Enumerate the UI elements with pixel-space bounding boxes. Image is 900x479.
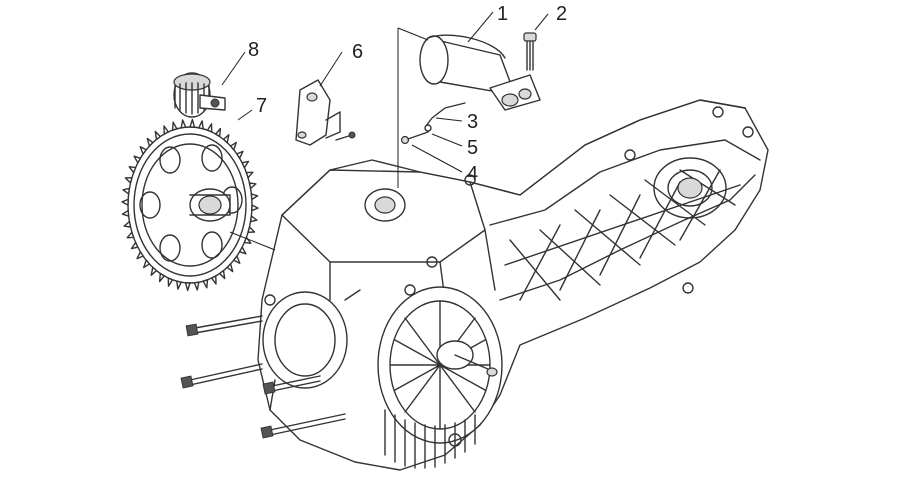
gear-tooth bbox=[171, 121, 178, 131]
gear-tooth bbox=[158, 272, 165, 283]
callout-2: 2 bbox=[556, 3, 567, 25]
gear-tooth bbox=[251, 204, 259, 212]
callout-1: 1 bbox=[497, 3, 508, 25]
gear-tooth bbox=[226, 263, 234, 273]
gear-tooth bbox=[167, 277, 174, 287]
gear-tooth bbox=[236, 150, 244, 160]
gear-wheel bbox=[121, 118, 276, 292]
callout-3: 3 bbox=[467, 111, 478, 133]
gear-tooth bbox=[198, 120, 204, 130]
gear-tooth bbox=[193, 281, 200, 291]
gear-tooth bbox=[206, 123, 213, 133]
gear-tooth bbox=[202, 279, 209, 289]
gear-tooth bbox=[233, 255, 241, 264]
cylinder-studs bbox=[180, 315, 346, 439]
gear-tooth bbox=[238, 246, 247, 255]
gear-tooth bbox=[248, 182, 257, 190]
gear-tooth bbox=[184, 282, 191, 292]
gear-tooth bbox=[176, 280, 182, 290]
gear-tooth bbox=[241, 160, 250, 169]
gear-tooth bbox=[142, 259, 151, 269]
bracket bbox=[295, 79, 356, 146]
crankcase-cover-disc bbox=[377, 286, 503, 469]
gear-tooth bbox=[121, 198, 129, 206]
gear-tooth bbox=[130, 241, 139, 250]
gear-tooth bbox=[250, 193, 259, 201]
gear-tooth bbox=[218, 269, 226, 280]
gear-tooth bbox=[247, 226, 256, 234]
gear-tooth bbox=[128, 165, 137, 174]
gear-tooth bbox=[210, 275, 217, 285]
callout-7: 7 bbox=[256, 95, 267, 117]
screw-and-washer bbox=[400, 124, 432, 145]
gear-tooth bbox=[229, 141, 238, 151]
gear-tooth bbox=[163, 125, 170, 135]
gear-tooth bbox=[215, 127, 222, 138]
gear-tooth bbox=[180, 119, 187, 129]
crankcase bbox=[257, 99, 769, 471]
gear-tooth bbox=[122, 187, 131, 195]
gear-tooth bbox=[139, 145, 147, 155]
small-gear bbox=[173, 72, 226, 118]
gear-tooth bbox=[222, 134, 230, 144]
callout-5: 5 bbox=[467, 137, 478, 159]
callout-8: 8 bbox=[248, 39, 259, 61]
callout-6: 6 bbox=[352, 41, 363, 63]
starter-motor bbox=[419, 34, 541, 111]
gear-tooth bbox=[245, 171, 254, 179]
gear-tooth bbox=[249, 215, 258, 223]
leader-lines bbox=[221, 11, 549, 188]
gear-tooth bbox=[133, 155, 142, 164]
gear-tooth bbox=[121, 209, 130, 217]
cable bbox=[425, 102, 466, 127]
callout-4: 4 bbox=[467, 163, 478, 185]
bolt bbox=[523, 32, 537, 71]
gear-tooth bbox=[154, 130, 162, 141]
gear-tooth bbox=[146, 137, 154, 147]
callout-numbers: 1 2 3 4 5 6 7 8 bbox=[248, 3, 567, 185]
gear-tooth bbox=[189, 118, 196, 128]
gear-tooth bbox=[124, 176, 133, 184]
gear-tooth bbox=[136, 250, 144, 260]
gear-tooth bbox=[126, 231, 135, 239]
gear-tooth bbox=[150, 266, 158, 276]
gear-tooth bbox=[123, 220, 132, 228]
